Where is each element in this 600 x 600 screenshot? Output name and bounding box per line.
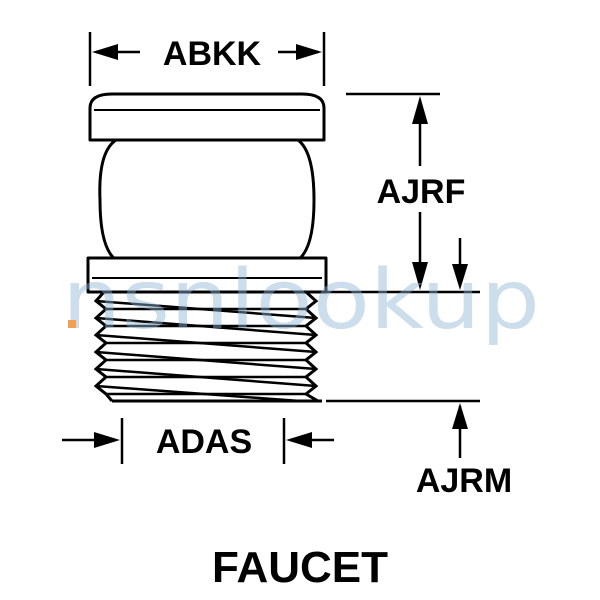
dimension-adas (62, 418, 334, 464)
label-ajrm: AJRM (416, 462, 512, 500)
watermark-dot (68, 320, 76, 328)
watermark-text: nsnlookup (62, 253, 540, 348)
watermark: nsnlookup (62, 253, 540, 348)
faucet-flange (86, 256, 328, 294)
faucet-drawing (86, 92, 328, 294)
diagram-title: FAUCET (212, 543, 388, 592)
faucet-cap (88, 92, 326, 142)
label-adas: ADAS (156, 423, 252, 461)
dimension-ajrf (318, 92, 480, 294)
label-ajrf: AJRF (377, 173, 466, 211)
faucet-neck (98, 138, 316, 262)
label-abkk: ABKK (163, 35, 262, 73)
dimension-ajrm (326, 399, 480, 458)
dimension-abkk (88, 32, 326, 86)
faucet-thread (93, 290, 322, 403)
